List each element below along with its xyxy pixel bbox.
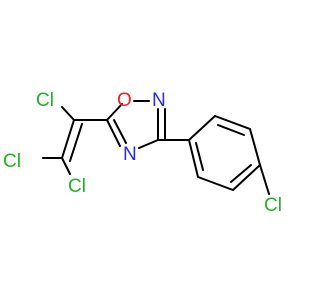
bond-c3-n4 bbox=[138, 139, 159, 149]
bond-vinyl-c1-c2 bbox=[61, 119, 75, 159]
atom-cl-phenyl: Cl bbox=[264, 195, 282, 216]
bond-n4-c5-double bbox=[113, 119, 127, 144]
bond-ph2-ph3 bbox=[214, 115, 251, 130]
bond-ph6-ph1 bbox=[188, 139, 199, 178]
bond-ph4-cl bbox=[259, 164, 270, 195]
bond-n4-c5 bbox=[106, 119, 121, 147]
bond-ph6-ph1-inner bbox=[195, 142, 204, 171]
atom-n4: N bbox=[123, 144, 137, 165]
bond-vinyl-c1-cl-top bbox=[61, 106, 75, 121]
bond-ph5-ph6 bbox=[197, 176, 234, 191]
bond-ph1-ph2 bbox=[188, 115, 216, 141]
bond-ph2-ph3-inner bbox=[217, 124, 245, 136]
atom-n2: N bbox=[152, 90, 166, 111]
atom-cl-vinyl-top: Cl bbox=[36, 90, 54, 111]
atom-cl-vinyl-bottom: Cl bbox=[68, 176, 86, 197]
molecule-diagram: Cl O N N Cl Cl Cl bbox=[3, 90, 282, 216]
atom-labels: Cl O N N Cl Cl Cl bbox=[3, 90, 282, 216]
structure-canvas: Cl O N N Cl Cl Cl bbox=[3, 90, 282, 216]
bond-vinyl-c1-c2-double bbox=[69, 123, 83, 162]
bond-ph4-ph5 bbox=[232, 164, 261, 191]
bond-vinyl-c2-cl-right bbox=[61, 157, 71, 175]
bonds bbox=[42, 100, 270, 195]
atom-o1: O bbox=[117, 90, 132, 111]
bond-ph3-ph4 bbox=[249, 128, 261, 166]
bond-c5-o1 bbox=[106, 103, 123, 121]
atom-cl-vinyl-left: Cl bbox=[3, 151, 21, 172]
bond-ph4-ph5-inner bbox=[230, 164, 252, 183]
